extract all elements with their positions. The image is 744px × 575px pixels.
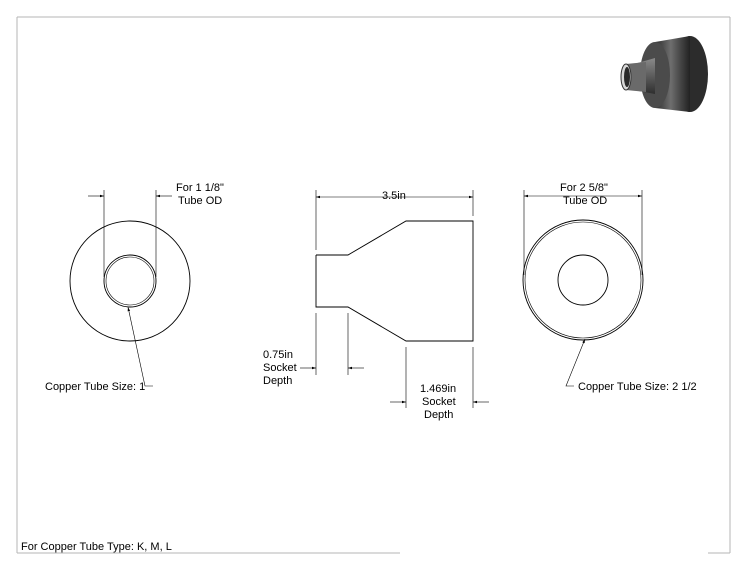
left-od-label-line1: For 1 1/8" [176, 182, 224, 194]
right-od-label-line1: For 2 5/8" [560, 182, 608, 194]
large-socket-line3: Depth [424, 409, 453, 421]
right-bore-circle [557, 254, 609, 306]
reducer-fitting-3d-icon [620, 36, 708, 112]
sheet-frame [16, 16, 731, 554]
small-socket-line2: Socket [263, 362, 297, 374]
right-size-label: Copper Tube Size: 2 1/2 [578, 381, 697, 393]
copper-tube-type-note: For Copper Tube Type: K, M, L [21, 541, 172, 553]
large-socket-line1: 1.469in [420, 383, 456, 395]
small-socket-line3: Depth [263, 375, 292, 387]
left-od-label-line2: Tube OD [178, 195, 222, 207]
left-bore-circle [103, 254, 157, 308]
length-label: 3.5in [382, 190, 406, 202]
small-socket-line1: 0.75in [263, 349, 293, 361]
right-outer-inner-circle [524, 221, 642, 339]
right-outer-circle [522, 219, 644, 341]
side-view: 3.5in 0.75in Socket Depth 1.469in Socket… [263, 190, 489, 421]
left-size-label: Copper Tube Size: 1 [45, 381, 145, 393]
large-socket-line2: Socket [422, 396, 456, 408]
reducer-profile [315, 220, 474, 342]
right-end-view: For 2 5/8" Tube OD Copper Tube Size: 2 1… [522, 182, 697, 393]
left-end-view: For 1 1/8" Tube OD Copper Tube Size: 1 [45, 182, 224, 393]
left-outer-circle [69, 220, 191, 342]
right-od-label-line2: Tube OD [563, 195, 607, 207]
left-bore-inner-circle [105, 256, 155, 306]
